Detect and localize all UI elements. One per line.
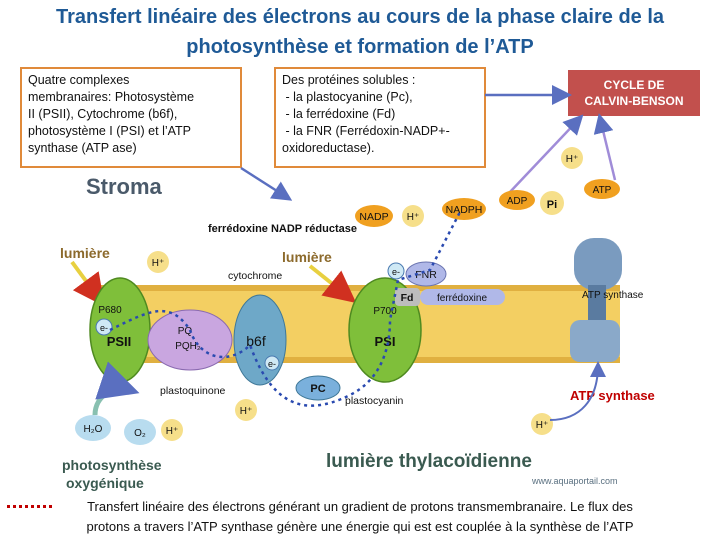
h2o-molecule xyxy=(75,415,111,441)
h-plus-label: H⁺ xyxy=(152,258,165,269)
psi-label: PSI xyxy=(375,334,396,349)
box1-line: photosystème I (PSI) et l’ATP xyxy=(28,124,192,138)
h-plus-molecule xyxy=(235,399,257,421)
atp-synthase-red-label: ATP synthase xyxy=(570,388,655,403)
fd-label: Fd xyxy=(401,292,414,304)
nadp-molecule xyxy=(355,205,393,227)
h-plus-label: H⁺ xyxy=(166,426,179,437)
nadp-label: NADP xyxy=(359,211,388,223)
caption-dotted-marker xyxy=(7,505,52,508)
ferredoxine-reductase-label: ferrédoxine NADP réductase xyxy=(208,223,357,235)
electron-label: e- xyxy=(100,323,108,333)
soluble-proteins-box: Des protéines solubles : - la plastocyan… xyxy=(274,67,486,168)
h-plus-label: H⁺ xyxy=(240,406,253,417)
h2o-label: H₂O xyxy=(84,424,103,435)
proton-flow-arrow xyxy=(549,361,606,421)
lumiere-mid-label: lumière xyxy=(282,249,332,265)
box1-line: membranaires: Photosystème xyxy=(28,90,195,104)
box1-line: synthase (ATP ase) xyxy=(28,141,137,155)
pi-molecule xyxy=(540,191,564,215)
electron-label: e- xyxy=(268,359,276,369)
atp-synthase-label: ATP synthase xyxy=(582,290,644,301)
o2-label: O₂ xyxy=(134,428,146,439)
stroma-label: Stroma xyxy=(86,174,163,199)
nadph-to-calvin-arrow xyxy=(509,114,584,193)
ferredoxin-protein xyxy=(395,288,420,306)
calvin-line-2: CALVIN-BENSON xyxy=(584,94,684,108)
box1-line: II (PSII), Cytochrome (b6f), xyxy=(28,107,178,121)
light-arrow-left xyxy=(70,260,105,307)
ferredoxine-pill xyxy=(420,289,505,305)
title-line-1: Transfert linéaire des électrons au cour… xyxy=(55,6,665,28)
h-plus-molecule xyxy=(402,205,424,227)
membrane-complexes-box: Quatre complexes membranaires: Photosyst… xyxy=(20,67,242,168)
h-plus-molecule xyxy=(161,419,183,441)
adp-molecule xyxy=(499,190,535,210)
atp-to-calvin-arrow xyxy=(593,113,617,181)
plastocyanin-label: plastocyanin xyxy=(345,395,404,407)
psii-label: PSII xyxy=(107,334,132,349)
fnr-enzyme xyxy=(405,261,447,287)
electron xyxy=(95,318,113,336)
h-plus-label: H⁺ xyxy=(536,420,549,431)
electron-flow-path xyxy=(109,211,462,407)
pi-label: Pi xyxy=(547,199,557,211)
caption-line-1: Transfert linéaire des électrons généran… xyxy=(87,499,633,514)
pc-label: PC xyxy=(310,383,325,395)
box2-line: - la plastocyanine (Pc), xyxy=(282,90,413,104)
page-title: Transfert linéaire des électrons au cour… xyxy=(0,2,720,62)
water-oxidation-arrow xyxy=(92,361,140,416)
box1-arrow xyxy=(240,166,293,201)
membrane-edge-top xyxy=(100,285,620,291)
p700-label: P700 xyxy=(373,306,397,317)
h-plus-label: H⁺ xyxy=(407,212,420,223)
h-plus-molecule xyxy=(147,251,169,273)
fnr-label: FNR xyxy=(415,269,437,281)
pq-label: PQ xyxy=(178,326,193,337)
box2-line: - la ferrédoxine (Fd) xyxy=(282,107,396,121)
electron-label: e- xyxy=(392,267,400,277)
cytochrome-label: cytochrome xyxy=(228,270,282,282)
h-plus-molecule xyxy=(561,147,583,169)
calvin-benson-box: CYCLE DE CALVIN-BENSON xyxy=(568,70,700,116)
electron xyxy=(387,262,405,280)
watermark: www.aquaportail.com xyxy=(531,476,618,486)
lumiere-left-label: lumière xyxy=(60,245,110,261)
atp-label: ATP xyxy=(593,185,612,196)
photosynthese-label-2: oxygénique xyxy=(66,475,144,491)
box1-line: Quatre complexes xyxy=(28,73,130,87)
h-plus-molecule xyxy=(531,413,553,435)
pqh2-label: PQH₂ xyxy=(175,341,201,352)
box2-line: oxidoreductase). xyxy=(282,141,375,155)
adp-label: ADP xyxy=(507,196,528,207)
atp-molecule xyxy=(584,179,620,199)
calvin-line-1: CYCLE DE xyxy=(603,78,665,92)
plastoquinone-pool xyxy=(147,309,233,371)
h-plus-label: H⁺ xyxy=(566,154,579,165)
light-arrow-mid xyxy=(308,264,357,303)
plastocyanin-protein xyxy=(295,375,341,401)
atp-synthase-stalk xyxy=(588,285,606,325)
nadph-label: NADPH xyxy=(446,204,483,216)
atp-synthase-head xyxy=(574,238,622,290)
box2-line: - la FNR (Ferrédoxin-NADP+- xyxy=(282,124,450,138)
caption: Transfert linéaire des électrons généran… xyxy=(0,497,720,537)
title-line-2: photosynthèse et formation de l’ATP xyxy=(186,36,534,58)
box2-line: Des protéines solubles : xyxy=(282,73,416,87)
electron xyxy=(264,355,280,371)
lumiere-thylacoidienne-label: lumière thylacoïdienne xyxy=(326,451,532,472)
plastoquinone-label: plastoquinone xyxy=(160,385,226,397)
caption-line-2: protons a travers l’ATP synthase génère … xyxy=(86,519,634,534)
b6f-label: b6f xyxy=(246,333,266,349)
p680-label: P680 xyxy=(98,305,122,316)
photosynthese-label-1: photosynthèse xyxy=(62,457,162,473)
nadph-molecule xyxy=(442,198,486,220)
o2-molecule xyxy=(124,419,156,445)
ferredoxine-label: ferrédoxine xyxy=(437,293,487,304)
atp-synthase-base xyxy=(570,320,620,362)
